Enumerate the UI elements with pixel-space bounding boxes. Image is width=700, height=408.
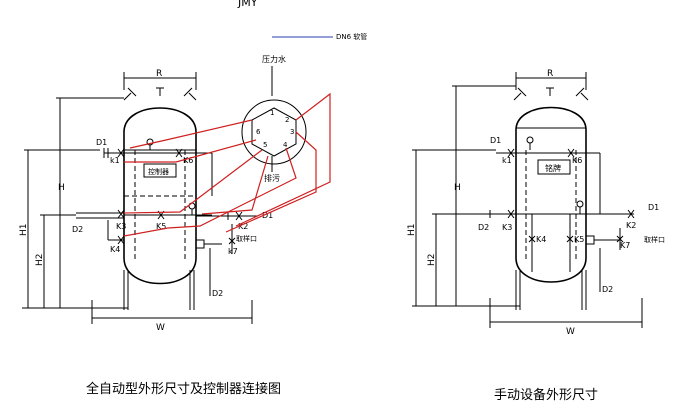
port-2: 2 <box>285 116 289 124</box>
right-dim-H1: H1 <box>407 224 417 237</box>
left-controller-label: 控制器 <box>148 167 169 176</box>
right-diagram-caption: 手动设备外形尺寸 <box>494 388 599 403</box>
left-tank-drawing: R 控制器 D1 k1 K6 <box>19 69 273 333</box>
right-K5: K5 <box>574 235 584 244</box>
right-D2-left: D2 <box>478 223 489 232</box>
port-1: 1 <box>270 109 274 117</box>
drain-label: 排污 <box>264 173 280 183</box>
left-K2: K2 <box>238 222 248 231</box>
right-dim-H: H <box>454 183 461 193</box>
right-dim-W: W <box>566 327 575 337</box>
port-4: 4 <box>283 141 288 149</box>
left-K4: K4 <box>110 245 120 254</box>
left-D2-left: D2 <box>72 225 83 234</box>
right-K4: K4 <box>536 235 546 244</box>
left-diagram-caption: 全自动型外形尺寸及控制器连接图 <box>86 382 282 397</box>
left-dim-W: W <box>156 323 165 333</box>
left-dim-H: H <box>58 183 65 193</box>
right-k1: k1 <box>502 156 512 165</box>
left-dim-R: R <box>156 69 162 79</box>
left-sample-port: 取样口 <box>236 234 257 243</box>
left-k7: k7 <box>228 247 238 256</box>
right-K6: K6 <box>572 156 582 165</box>
right-dim-R: R <box>547 69 553 79</box>
left-D1-right: D1 <box>262 211 273 220</box>
left-dim-H2: H2 <box>35 254 45 267</box>
left-K6: K6 <box>183 156 193 165</box>
dn6-label: DN6 软管 <box>336 32 367 41</box>
port-3: 3 <box>290 128 294 136</box>
right-K2: K2 <box>626 221 636 230</box>
right-nameplate-label: 铭牌 <box>545 163 561 173</box>
port-5: 5 <box>263 141 267 149</box>
left-dim-H1: H1 <box>19 224 29 237</box>
right-K7: K7 <box>620 241 630 250</box>
left-K5: K5 <box>156 222 166 231</box>
right-D2-bottom: D2 <box>602 285 613 294</box>
right-tank-drawing: R 铭牌 D1 k1 K6 D2 K3 <box>407 69 665 337</box>
right-D1-right: D1 <box>648 203 659 212</box>
right-K3: K3 <box>502 223 512 232</box>
pressure-water-label: 压力水 <box>262 54 286 64</box>
right-D1-top: D1 <box>490 136 501 145</box>
port-6: 6 <box>256 128 261 136</box>
left-K3: K3 <box>116 222 126 231</box>
left-D1-top: D1 <box>96 138 107 147</box>
controller-port-wheel: 压力水 1 2 3 4 5 6 排污 <box>123 54 331 237</box>
left-k1: k1 <box>110 156 120 165</box>
right-sample-port: 取样口 <box>644 235 665 244</box>
right-dim-H2: H2 <box>427 254 437 267</box>
header-title-fragment: JMY <box>237 0 258 9</box>
left-D2-bottom: D2 <box>212 289 223 298</box>
